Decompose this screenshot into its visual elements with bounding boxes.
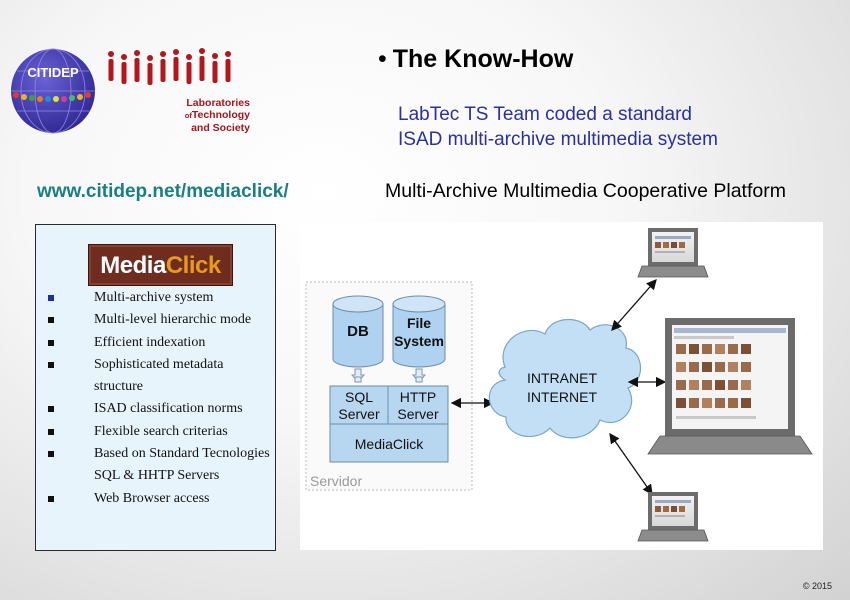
subtitle-line-1: LabTec TS Team coded a standard: [398, 104, 692, 125]
feature-text: Flexible search criterias: [94, 423, 228, 439]
file-system-label-1: File: [407, 315, 431, 331]
laptop-bottom-icon: [637, 492, 709, 542]
file-system-label-2: System: [394, 333, 444, 349]
lab-line-1: Laboratories: [186, 97, 250, 109]
bullet-square-icon: [48, 495, 54, 502]
feature-list: Multi-archive system Multi-level hierarc…: [46, 287, 272, 510]
feature-item: Based on Standard Tecnologies SQL & HHTP…: [46, 443, 272, 488]
bullet-square-icon: [48, 317, 54, 324]
cloud-laptop-top-arrow: [611, 279, 657, 331]
sql-server-box: [329, 385, 389, 425]
fs-http-arrow: [411, 368, 427, 383]
lab-line-2: ofTechnology: [150, 109, 250, 122]
feature-item: Flexible search criterias: [46, 421, 272, 443]
laptop-top-icon: [637, 228, 709, 278]
people-figures-logo: [108, 48, 231, 85]
bullet-square-icon: [48, 451, 54, 458]
title-bullet: •: [378, 45, 387, 73]
db-cylinder: [332, 295, 384, 368]
feature-text: Sophisticated metadata structure: [94, 356, 224, 395]
feature-item: Sophisticated metadata structure: [46, 354, 272, 399]
copyright-note: © 2015: [802, 581, 832, 591]
mediaclick-logo-part1: Media: [100, 252, 166, 279]
sql-server-label-1: SQL: [345, 389, 373, 405]
feature-text: Multi-archive system: [94, 290, 214, 305]
http-server-label-1: HTTP: [400, 389, 437, 405]
lab-line-3: and Society: [191, 122, 250, 134]
subtitle-line-2: ISAD multi-archive multimedia system: [398, 129, 718, 150]
bullet-square-icon: [48, 339, 54, 346]
architecture-diagram: Servidor DB File System SQL Server HTTP …: [300, 222, 823, 550]
laptop-main-icon: [647, 318, 813, 455]
mediaclick-server-box: [329, 423, 449, 463]
globe-text: CITIDEP: [27, 65, 79, 80]
db-label: DB: [347, 323, 369, 340]
slide-title: •The Know-How: [378, 45, 573, 74]
mediaclick-logo: MediaClick: [88, 244, 233, 286]
feature-text: Multi-level hierarchic mode: [94, 312, 252, 328]
cloud-label-1: INTRANET: [527, 370, 597, 386]
file-system-cylinder: [392, 295, 446, 368]
lab-line-2-main: Technology: [191, 109, 250, 121]
sql-server-label-2: Server: [338, 406, 380, 422]
db-sql-arrow: [350, 368, 366, 383]
lab-line-2-small: of: [184, 111, 192, 120]
cloud-shape: [488, 318, 642, 439]
lab-name-logo-text: Laboratories ofTechnology and Society: [150, 97, 250, 134]
bullet-square-icon: [48, 295, 54, 301]
citidep-globe-logo: CITIDEP: [11, 48, 95, 134]
http-server-box: [387, 385, 449, 425]
feature-item: Efficient indexation: [46, 332, 272, 354]
http-server-label-2: Server: [397, 406, 439, 422]
bullet-square-icon: [48, 406, 54, 413]
title-text: The Know-How: [392, 45, 574, 73]
mediaclick-logo-text: MediaClick: [89, 252, 232, 280]
feature-text: Web Browser access: [94, 490, 210, 506]
feature-item: ISAD classification norms: [46, 398, 272, 420]
bullet-square-icon: [48, 361, 54, 368]
website-link[interactable]: www.citidep.net/mediaclick/: [37, 181, 289, 202]
feature-item: Multi-archive system: [46, 287, 272, 309]
mediaclick-server-label: MediaClick: [355, 436, 424, 452]
platform-heading: Multi-Archive Multimedia Cooperative Pla…: [385, 180, 786, 202]
servidor-label: Servidor: [310, 473, 362, 489]
mediaclick-logo-part2: Click: [165, 252, 221, 279]
feature-text: Based on Standard Tecnologies SQL & HHTP…: [94, 446, 270, 484]
cloud-label-2: INTERNET: [527, 389, 597, 405]
feature-text: ISAD classification norms: [94, 401, 243, 417]
bullet-square-icon: [48, 428, 54, 435]
feature-box: MediaClick Multi-archive system Multi-le…: [35, 224, 276, 551]
feature-text: Efficient indexation: [94, 334, 206, 350]
feature-item: Web Browser access: [46, 488, 272, 510]
slide-subtitle: LabTec TS Team coded a standard ISAD mul…: [398, 102, 718, 152]
feature-item: Multi-level hierarchic mode: [46, 309, 272, 331]
cloud-laptop-bottom-arrow: [609, 432, 653, 496]
